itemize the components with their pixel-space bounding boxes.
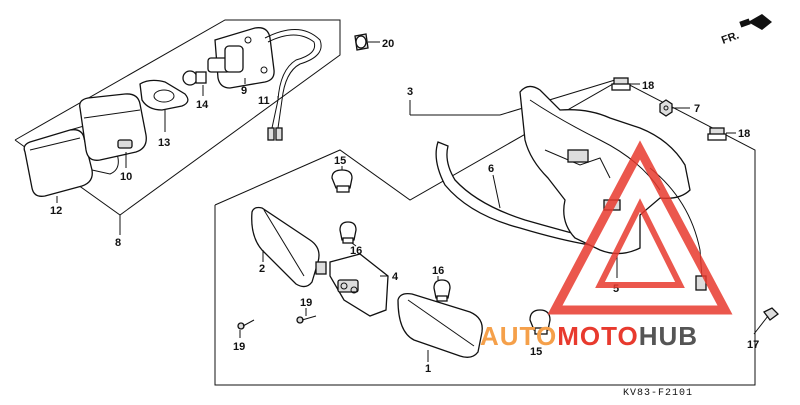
callout-2: 2: [259, 263, 265, 275]
part-2-turn-lens-left[interactable]: [251, 206, 327, 288]
part-11-wire-harness[interactable]: [264, 29, 322, 141]
part-13-gasket[interactable]: [139, 79, 189, 111]
part-15-bulb-lower[interactable]: [529, 309, 551, 335]
part-19-screw-right[interactable]: [296, 315, 317, 324]
callout-8: 8: [115, 237, 121, 249]
part-17-bolt[interactable]: [753, 307, 779, 335]
part-4-turn-housing[interactable]: [329, 253, 389, 317]
watermark-middle: MOTO: [557, 321, 639, 351]
callout-18-lower: 18: [738, 128, 750, 140]
callout-20: 20: [382, 38, 394, 50]
front-direction-arrow-icon: [739, 14, 772, 30]
callout-1-text: 1: [425, 363, 431, 375]
callout-14: 14: [196, 99, 209, 111]
assembly-8-frame: [14, 19, 341, 216]
callout-12: 12: [50, 205, 62, 217]
callout-6: 6: [488, 163, 494, 175]
callout-13: 13: [158, 137, 170, 149]
part-1-turn-lens-right[interactable]: [397, 292, 483, 358]
part-14-bulb[interactable]: [182, 70, 207, 86]
part-19-screw-left[interactable]: [237, 319, 255, 330]
part-16-bulb-right[interactable]: [433, 279, 451, 302]
part-9-socket[interactable]: [207, 27, 275, 89]
leader-16a: [351, 242, 357, 247]
callout-7: 7: [694, 103, 700, 115]
watermark-logo: [547, 140, 733, 315]
part-16-bulb-left[interactable]: [339, 221, 357, 244]
callout-16-right: 16: [432, 265, 444, 277]
part-15-bulb-upper[interactable]: [331, 169, 353, 193]
front-direction-label: FR.: [720, 29, 741, 46]
callout-3: 3: [407, 86, 413, 98]
callout-19-left: 19: [233, 341, 245, 353]
watermark-prefix: AUTO: [480, 321, 557, 351]
callout-5: 5: [613, 283, 619, 295]
leader-6: [492, 174, 501, 209]
callout-15-upper: 15: [334, 155, 346, 167]
part-10-lamp-housing[interactable]: [79, 93, 147, 161]
part-18-clip-lower[interactable]: [707, 127, 727, 141]
watermark-suffix: HUB: [639, 321, 698, 351]
part-18-clip-upper[interactable]: [611, 77, 631, 91]
watermark-text: AUTOMOTOHUB: [480, 321, 698, 351]
callout-11: 11: [258, 95, 270, 107]
callout-19-right: 19: [300, 297, 312, 309]
assembly-3-frame: [214, 79, 756, 386]
callout-18-upper: 18: [642, 80, 654, 92]
callout-16-left: 16: [350, 245, 362, 257]
callout-15-lower: 15: [530, 346, 542, 358]
diagram-code: KV83-F2101: [623, 388, 693, 399]
callout-10: 10: [120, 171, 132, 183]
callout-17: 17: [747, 339, 759, 351]
part-7-nut[interactable]: [659, 99, 673, 117]
leader-3c: [499, 79, 616, 116]
callout-9: 9: [241, 85, 247, 97]
part-20-grommet[interactable]: [354, 33, 369, 51]
callout-4: 4: [392, 271, 399, 283]
